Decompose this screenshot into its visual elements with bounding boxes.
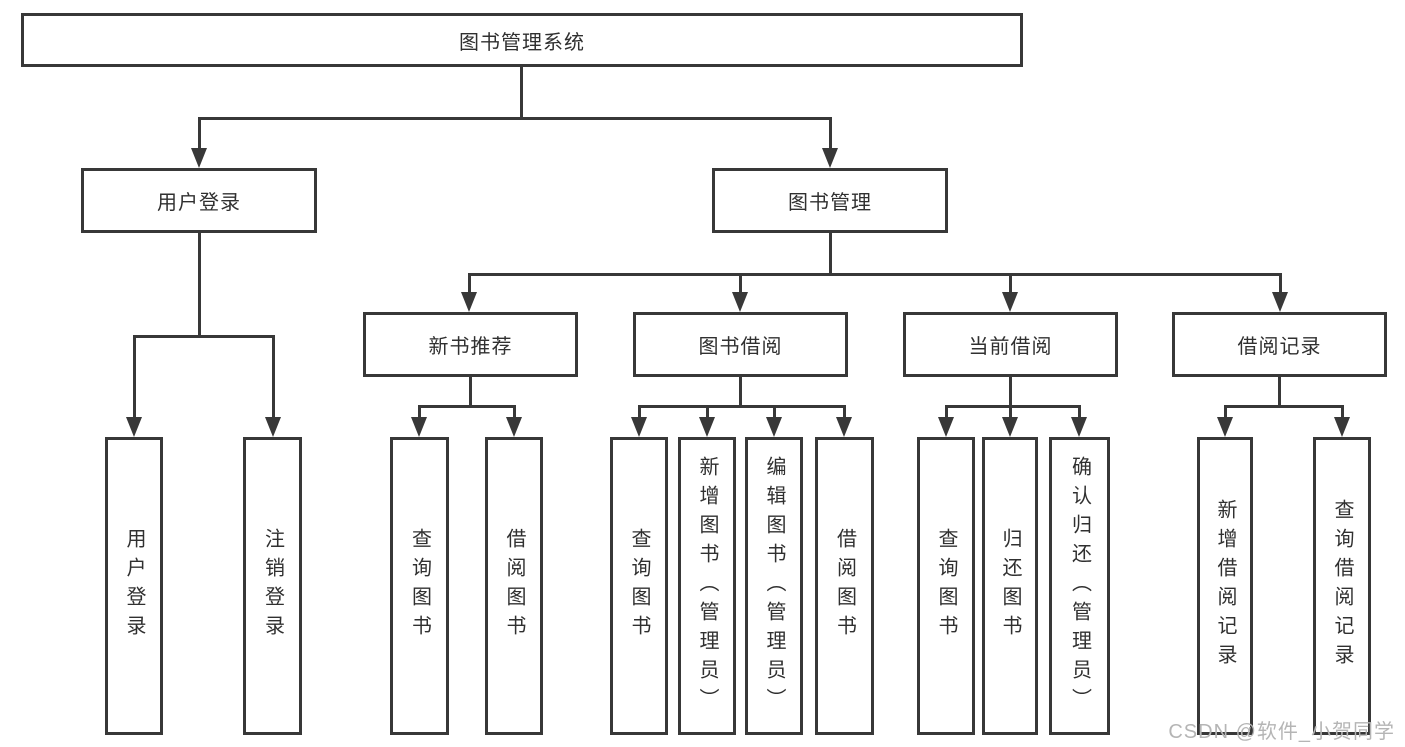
arrow-down-icon	[191, 148, 207, 168]
connector-bookmgmt-vline	[829, 233, 832, 273]
arrow-down-icon	[126, 417, 142, 437]
connector-userlogin-vline	[198, 233, 201, 335]
arrow-down-icon	[1002, 417, 1018, 437]
connector-line	[1009, 273, 1012, 292]
connector-line	[945, 405, 948, 419]
connector-records-vline	[1278, 377, 1281, 405]
arrow-down-icon	[1272, 292, 1288, 312]
arrow-down-icon	[732, 292, 748, 312]
arrow-down-icon	[766, 417, 782, 437]
leaf-current-confirm-return-admin: 确认归还（管理员）	[1049, 437, 1110, 735]
connector-line	[1224, 405, 1227, 419]
arrow-down-icon	[1071, 417, 1087, 437]
connector-root-vline	[520, 67, 523, 117]
arrow-down-icon	[822, 148, 838, 168]
node-book-borrow: 图书借阅	[633, 312, 848, 377]
leaf-current-query-books: 查询图书	[917, 437, 975, 735]
connector-line	[133, 335, 136, 419]
node-new-book-recommend: 新书推荐	[363, 312, 578, 377]
connector-line	[513, 405, 516, 419]
connector-line	[706, 405, 709, 419]
connector-userlogin-hline	[133, 335, 274, 338]
leaf-borrow-borrow-books: 借阅图书	[815, 437, 874, 735]
connector-line	[739, 273, 742, 292]
leaf-records-add-record: 新增借阅记录	[1197, 437, 1253, 735]
arrow-down-icon	[836, 417, 852, 437]
connector-line	[638, 405, 641, 419]
connector-borrow-vline	[739, 377, 742, 405]
watermark: CSDN @软件_小贺同学	[1168, 721, 1395, 743]
connector-newbook-vline	[469, 377, 472, 405]
arrow-down-icon	[631, 417, 647, 437]
connector-line	[1078, 405, 1081, 419]
connector-line	[773, 405, 776, 419]
connector-line	[198, 117, 201, 150]
arrow-down-icon	[506, 417, 522, 437]
arrow-down-icon	[699, 417, 715, 437]
arrow-down-icon	[1217, 417, 1233, 437]
leaf-current-return-books: 归还图书	[982, 437, 1038, 735]
leaf-logout: 注销登录	[243, 437, 302, 735]
connector-level2-hline	[468, 273, 1281, 276]
leaf-records-query-record: 查询借阅记录	[1313, 437, 1371, 735]
connector-newbook-hline	[418, 405, 515, 408]
connector-level1-hline	[198, 117, 831, 120]
arrow-down-icon	[938, 417, 954, 437]
connector-line	[468, 273, 471, 292]
node-library-system: 图书管理系统	[21, 13, 1023, 67]
connector-line	[1279, 273, 1282, 292]
leaf-borrow-query-books: 查询图书	[610, 437, 668, 735]
leaf-newbook-query-books: 查询图书	[390, 437, 449, 735]
leaf-newbook-borrow-books: 借阅图书	[485, 437, 543, 735]
arrow-down-icon	[1002, 292, 1018, 312]
connector-line	[829, 117, 832, 150]
connector-line	[272, 335, 275, 419]
arrow-down-icon	[1334, 417, 1350, 437]
node-book-management: 图书管理	[712, 168, 948, 233]
arrow-down-icon	[461, 292, 477, 312]
connector-line	[1341, 405, 1344, 419]
connector-current-vline	[1009, 377, 1012, 405]
arrow-down-icon	[411, 417, 427, 437]
leaf-borrow-add-books-admin: 新增图书（管理员）	[678, 437, 736, 735]
arrow-down-icon	[265, 417, 281, 437]
connector-line	[843, 405, 846, 419]
connector-line	[1009, 405, 1012, 419]
leaf-borrow-edit-books-admin: 编辑图书（管理员）	[745, 437, 803, 735]
connector-line	[418, 405, 421, 419]
connector-records-hline	[1224, 405, 1343, 408]
leaf-user-login: 用户登录	[105, 437, 163, 735]
node-borrow-records: 借阅记录	[1172, 312, 1387, 377]
connector-borrow-hline	[638, 405, 845, 408]
node-user-login: 用户登录	[81, 168, 317, 233]
node-current-borrow: 当前借阅	[903, 312, 1118, 377]
connector-current-hline	[945, 405, 1080, 408]
